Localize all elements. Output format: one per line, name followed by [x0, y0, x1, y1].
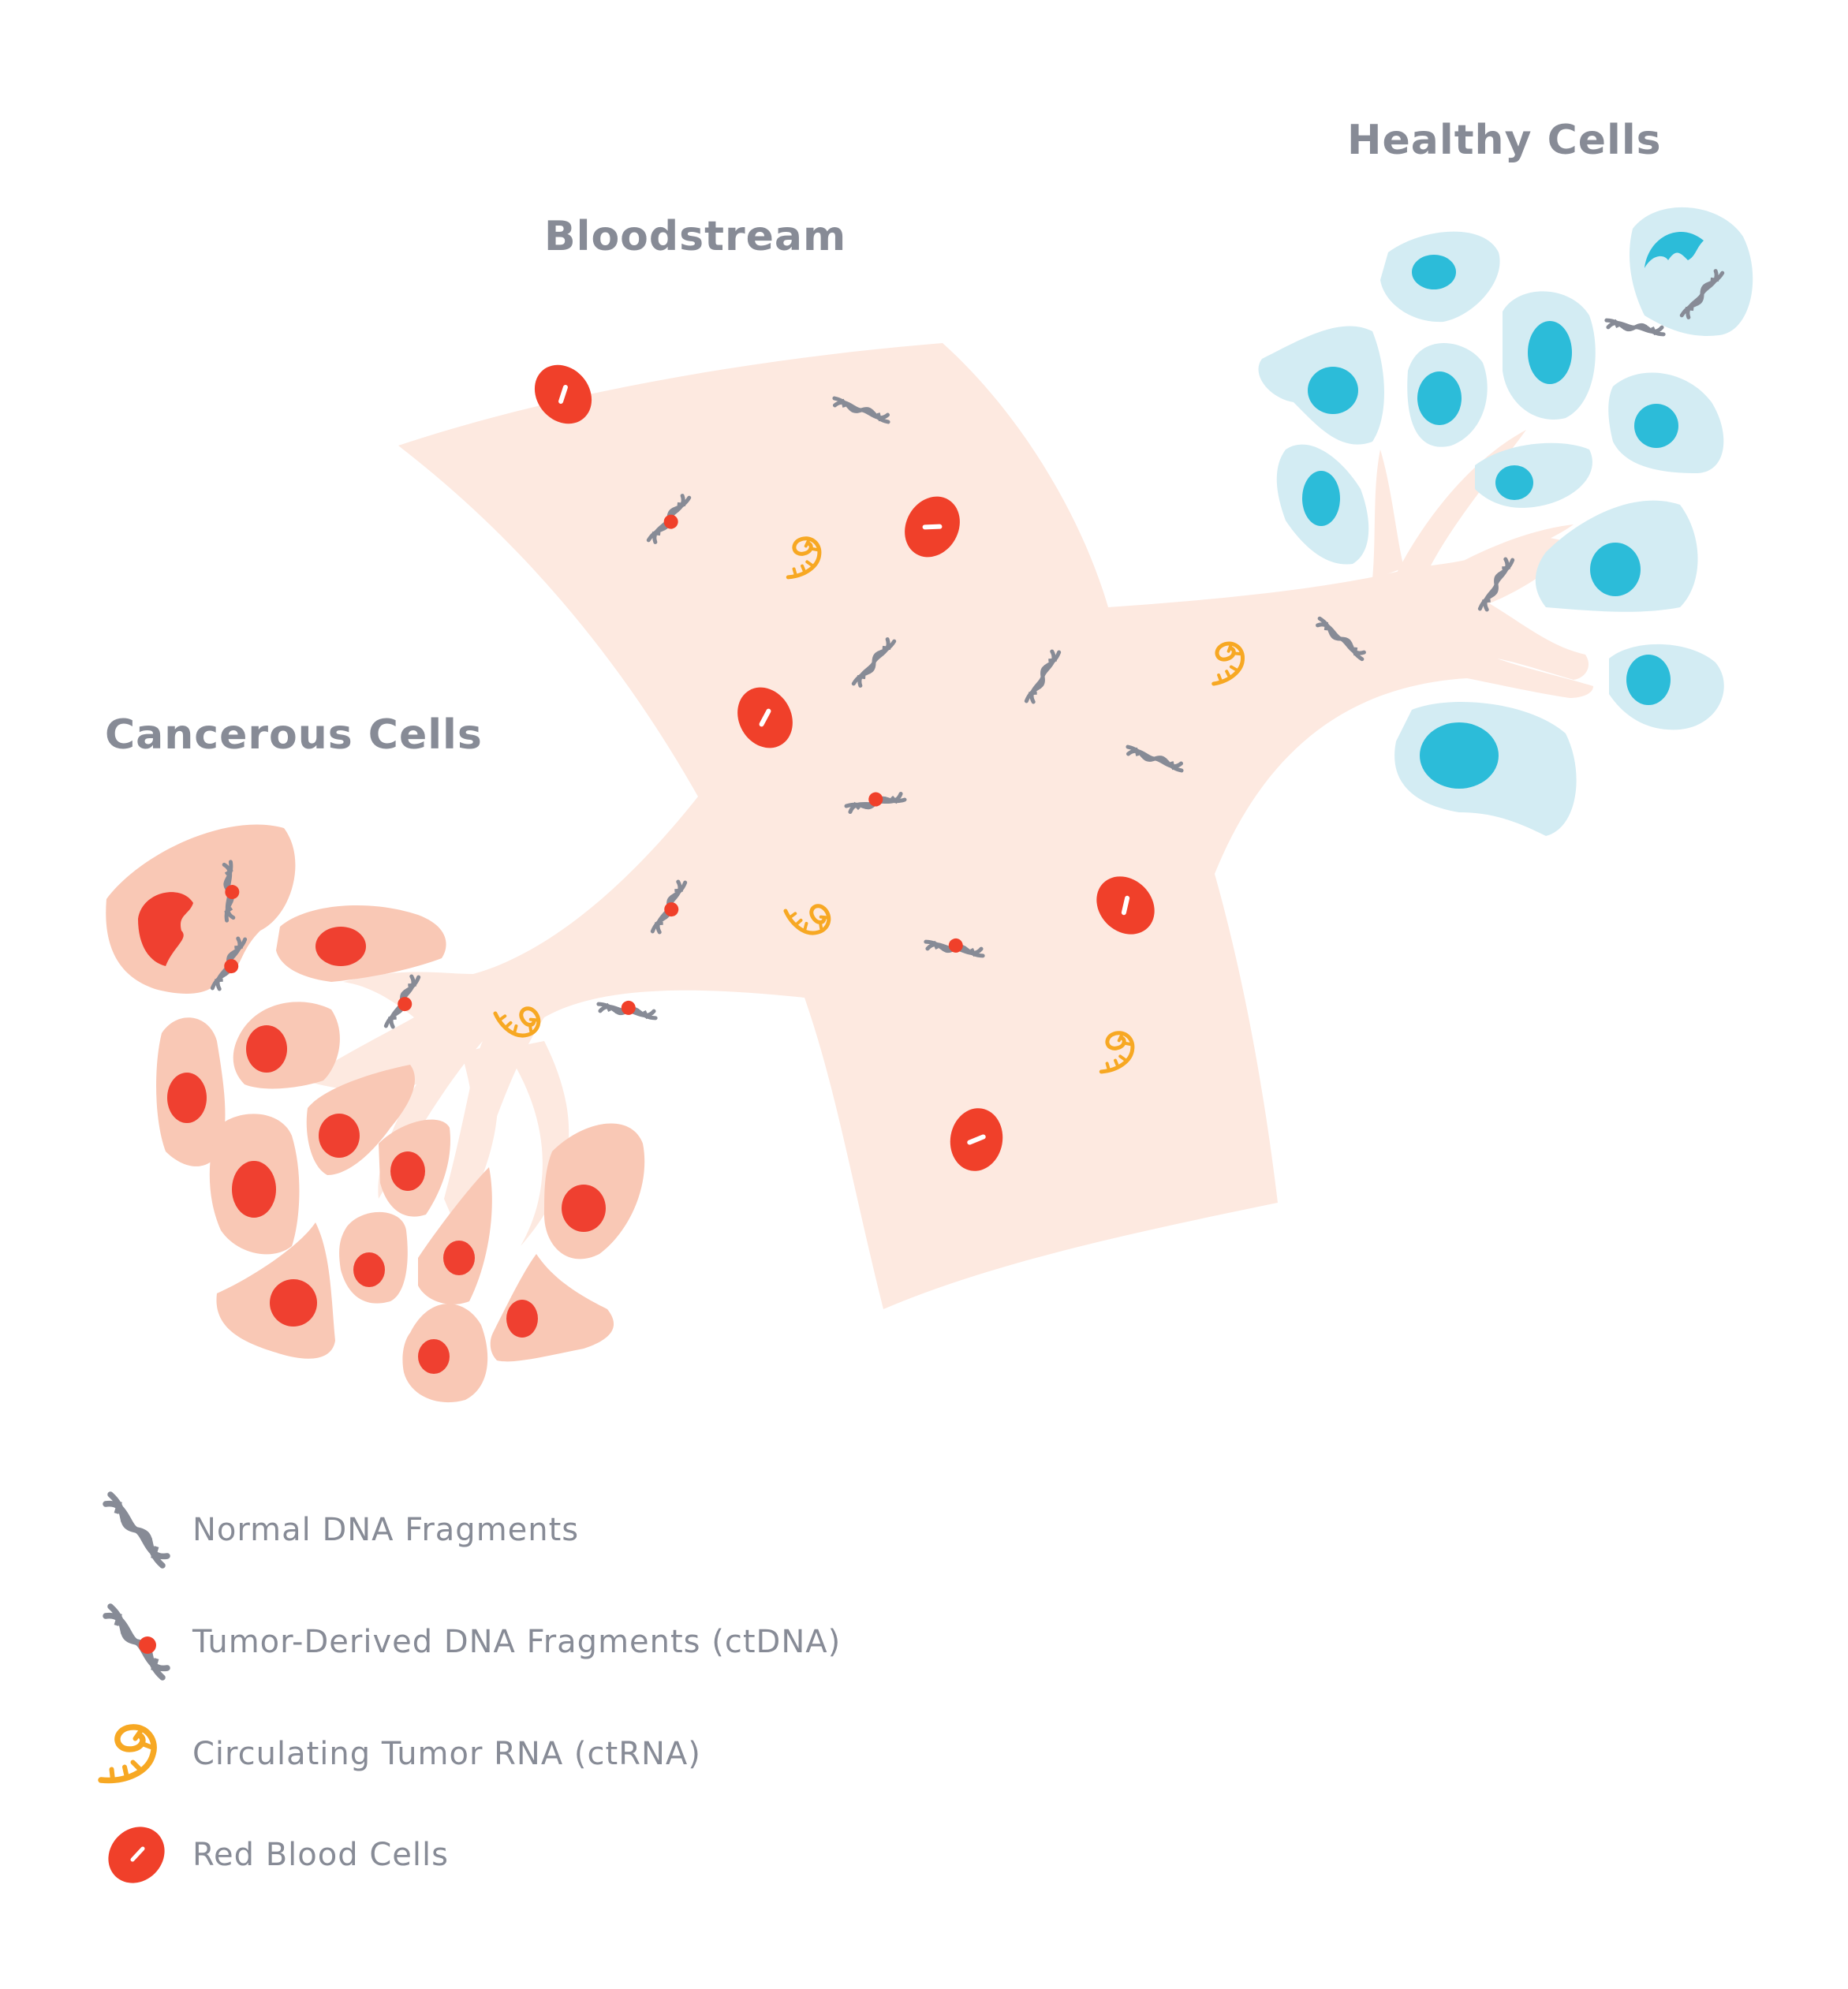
dna-icon: [93, 1491, 180, 1569]
cancer-cell-nucleus: [246, 1025, 287, 1073]
healthy-cell-nucleus: [1495, 465, 1533, 500]
red-blood-cell-highlight: [967, 1134, 986, 1145]
cancer-cell-nucleus: [315, 927, 366, 966]
capillary-branch: [461, 1045, 498, 1215]
legend-label: Red Blood Cells: [192, 1837, 449, 1873]
healthy-cell: [1629, 207, 1753, 336]
legend-label: Circulating Tumor RNA (ctRNA): [192, 1736, 701, 1772]
bloodstream-vessel: [304, 343, 1593, 1309]
healthy-cells: [1258, 207, 1753, 836]
healthy-cell-nucleus: [1590, 543, 1641, 596]
healthy-cell-nucleus: [1417, 371, 1462, 425]
ctdna-fragment: [200, 936, 258, 991]
capillary-branch: [1372, 450, 1404, 580]
cancer-cell-nucleus: [232, 1161, 276, 1218]
cancer-cell-nucleus: [562, 1185, 606, 1232]
legend-item-red-blood-cells: Red Blood Cells: [93, 1815, 1197, 1894]
cancer-cell-nucleus: [353, 1252, 385, 1287]
ctdna-fragment: [596, 980, 658, 1042]
healthy-cell-nucleus: [1302, 471, 1340, 526]
red-blood-cell-highlight: [759, 708, 771, 727]
cancer-cell-nucleus: [270, 1279, 317, 1327]
tumor-marker: [664, 902, 679, 917]
cancerous-cells: [106, 824, 645, 1403]
ctdna-fragment: [198, 860, 259, 922]
legend-item-normal-dna: Normal DNA Fragments: [93, 1491, 1197, 1569]
healthy-cell-nucleus: [1626, 655, 1671, 705]
capillary-branch: [1443, 524, 1574, 574]
ctdna-icon: [93, 1603, 180, 1681]
bloodstream-heading: Bloodstream: [544, 213, 847, 260]
red-blood-cell: [534, 364, 592, 424]
cancer-cell-nucleus: [138, 892, 193, 966]
cancer-cell: [418, 1167, 492, 1304]
tumor-marker: [948, 938, 963, 953]
healthy-cells-heading: Healthy Cells: [1347, 117, 1662, 164]
healthy-cell-nucleus: [1420, 722, 1499, 789]
tumor-marker: [621, 1000, 636, 1015]
healthy-cell-nucleus: [1308, 367, 1358, 414]
legend: Normal DNA Fragments Tumor-Derived DNA F…: [93, 1491, 1197, 1901]
red-blood-cell-highlight: [558, 385, 568, 404]
ctdna-fragment: [373, 974, 431, 1028]
cancer-cell: [490, 1254, 614, 1362]
ctdna-fragment: [845, 773, 906, 832]
red-blood-cell-highlight: [922, 524, 943, 530]
red-blood-cell: [1096, 876, 1155, 935]
cancer-cell: [106, 824, 296, 994]
ctdna-fragment: [640, 879, 698, 934]
legend-item-ctrna: Circulating Tumor RNA (ctRNA): [93, 1715, 1197, 1793]
cancer-cell-nucleus: [167, 1073, 207, 1123]
cancer-cell-nucleus: [506, 1300, 538, 1338]
healthy-cell-nucleus: [1645, 231, 1704, 268]
cancer-cell-nucleus: [390, 1151, 425, 1191]
healthy-cell-nucleus: [1412, 255, 1456, 289]
ctdna-fragment: [642, 494, 696, 543]
tumor-marker: [224, 959, 239, 974]
red-blood-cell: [905, 496, 960, 558]
cancerous-cells-heading: Cancerous Cells: [105, 711, 483, 759]
red-blood-cells: [534, 364, 1155, 1171]
tumor-marker: [225, 885, 240, 900]
tumor-marker: [868, 792, 883, 807]
legend-label: Tumor-Derived DNA Fragments (ctDNA): [192, 1624, 842, 1660]
cancer-cell-nucleus: [319, 1114, 360, 1158]
red-blood-cell: [737, 687, 793, 748]
dna-fragments: [198, 270, 1729, 1043]
cancer-cell-nucleus: [418, 1339, 450, 1374]
legend-label: Normal DNA Fragments: [192, 1512, 580, 1548]
healthy-cell-nucleus: [1634, 404, 1678, 448]
red-blood-cell: [950, 1108, 1003, 1171]
tumor-marker: [663, 514, 678, 529]
legend-item-ctdna: Tumor-Derived DNA Fragments (ctDNA): [93, 1603, 1197, 1681]
red-blood-cell-icon: [108, 1827, 165, 1883]
ctdna-fragment: [924, 917, 985, 980]
healthy-cell-nucleus: [1528, 321, 1572, 384]
cancer-cell-nucleus: [443, 1241, 475, 1275]
tumor-marker: [398, 997, 413, 1012]
rna-icon: [93, 1715, 180, 1793]
red-blood-cell-highlight: [1121, 895, 1130, 916]
